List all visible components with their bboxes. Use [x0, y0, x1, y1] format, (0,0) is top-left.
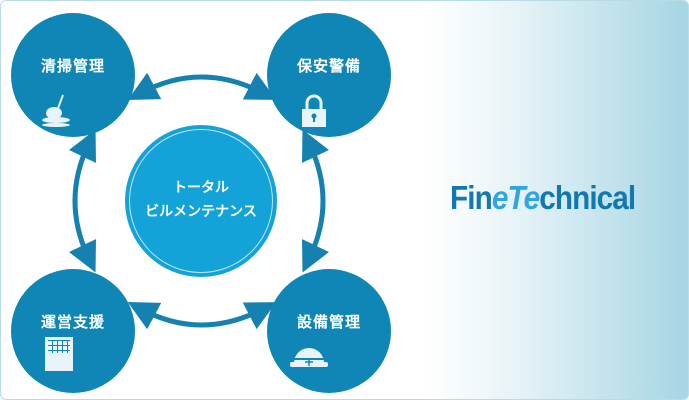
- arrow-bottom: [127, 301, 277, 330]
- finetechnical-logo: FineTechnical: [450, 179, 636, 217]
- logo-part: e: [491, 179, 509, 216]
- node-label: 運営支援: [40, 313, 105, 331]
- node-label: 保安警備: [296, 57, 361, 75]
- logo-part: Fin: [450, 179, 493, 216]
- node-cleaning: 清掃管理: [11, 13, 135, 137]
- center-line1: トータル: [173, 180, 229, 196]
- hard-hat-icon: [290, 348, 328, 367]
- center-ring: [129, 129, 273, 273]
- cleaning-mop-icon: [42, 94, 70, 127]
- building-icon: [45, 337, 73, 371]
- arrow-top: [127, 72, 277, 101]
- node-label: 設備管理: [296, 313, 361, 331]
- node-security: 保安警備: [267, 13, 391, 137]
- padlock-icon: [302, 94, 326, 127]
- arrow-right: [302, 129, 330, 273]
- center-line2: ビルメンテナンス: [145, 204, 257, 220]
- node-facility: 設備管理: [267, 269, 391, 393]
- logo-part: Te: [507, 179, 540, 216]
- logo-part: chnical: [539, 179, 636, 216]
- node-operations: 運営支援: [11, 269, 135, 393]
- center-total-maintenance: トータル ビルメンテナンス: [125, 125, 277, 277]
- node-label: 清掃管理: [40, 57, 105, 75]
- arrow-left: [68, 129, 96, 273]
